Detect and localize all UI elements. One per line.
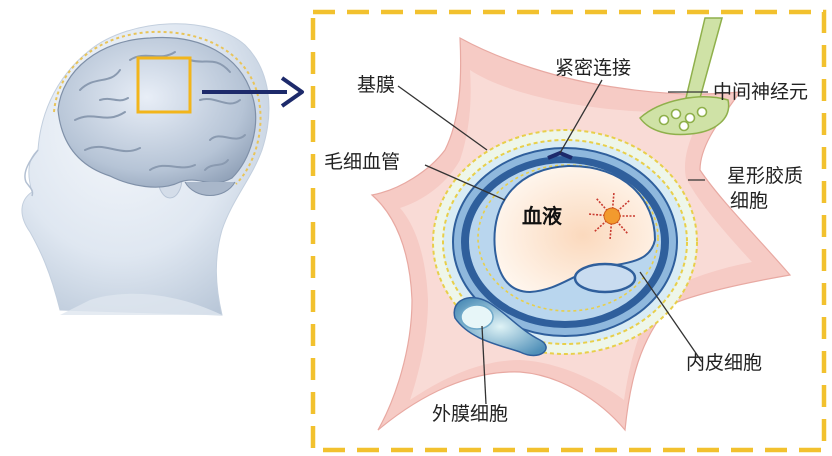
interneuron-cell — [638, 17, 730, 136]
blood-particle — [587, 191, 636, 241]
endothelial-nucleus — [573, 262, 637, 294]
leader-lines — [397, 79, 708, 405]
highlight-box — [136, 56, 192, 114]
face-profile-detail — [24, 149, 39, 197]
blood-lumen — [493, 164, 657, 294]
label-astrocyte-line2: 细胞 — [730, 190, 769, 212]
pericyte-cell — [453, 297, 547, 357]
label-pericyte: 外膜细胞 — [432, 403, 509, 425]
pointer-arrow — [202, 76, 304, 108]
detail-frame — [310, 9, 827, 453]
label-basement-membrane: 基膜 — [357, 74, 396, 96]
label-tight-junction: 紧密连接 — [555, 57, 632, 79]
label-blood: 血液 — [522, 204, 562, 228]
neck-shading — [60, 293, 222, 315]
label-astrocyte-line1: 星形胶质 — [727, 165, 804, 187]
capillary-vessel — [432, 129, 698, 355]
label-endothelial-cell: 内皮细胞 — [686, 352, 763, 374]
label-interneuron: 中间神经元 — [713, 81, 809, 103]
label-capillary: 毛细血管 — [324, 151, 401, 173]
head-illustration — [21, 23, 270, 316]
